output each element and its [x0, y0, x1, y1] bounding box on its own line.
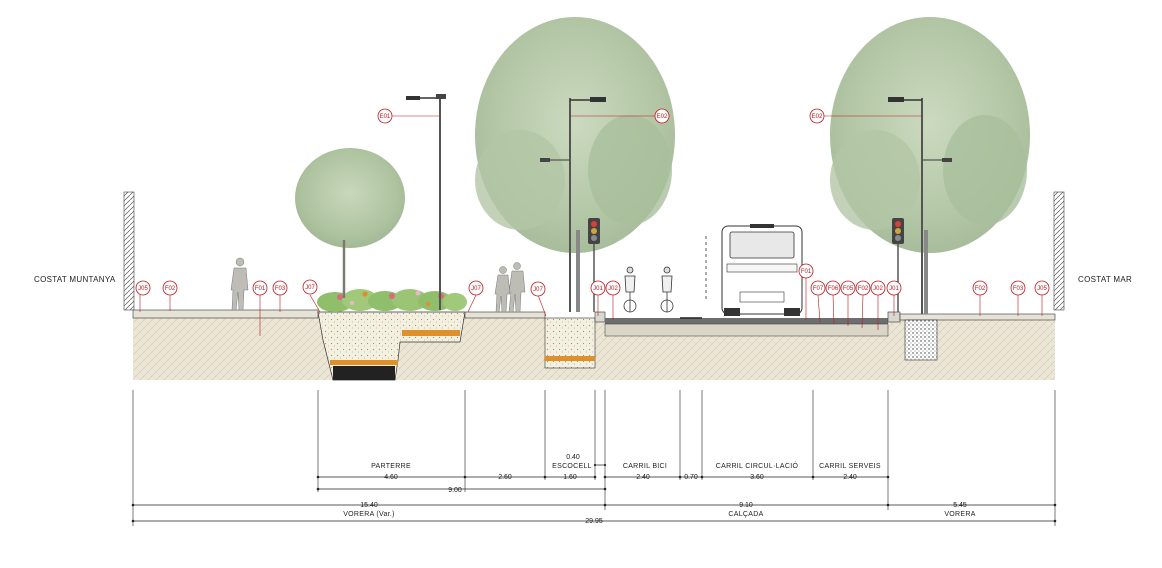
tag-lamp-e02b: E02 [809, 108, 825, 124]
svg-text:F03: F03 [275, 286, 286, 292]
svg-text:F02: F02 [165, 286, 176, 292]
pedestrians-group [494, 262, 526, 313]
traffic-light-left [588, 218, 600, 312]
svg-text:F01: F01 [801, 269, 812, 275]
svg-text:F07: F07 [813, 286, 824, 292]
tag-right-f07: F07 [810, 280, 826, 296]
dim-separator: 0.70 [684, 474, 698, 481]
tag-right-f06: F06 [825, 280, 841, 296]
traffic-light-right [892, 218, 904, 312]
roadway-asphalt [605, 318, 888, 324]
right-sidewalk-surface [899, 313, 1056, 321]
tag-left-j05: J05 [135, 280, 151, 296]
bus [721, 224, 803, 316]
svg-text:F02: F02 [975, 286, 986, 292]
lamp-post-left [406, 94, 446, 310]
tag-left-j07b: J07 [468, 280, 484, 296]
zone-label-parterre: PARTERRE [371, 463, 411, 470]
tag-left-j07c: J07 [530, 281, 546, 297]
dimension-ticks [131, 463, 1057, 523]
left-sidewalk-surface [132, 309, 319, 319]
tag-center-f01: F01 [798, 263, 814, 279]
escocell-orange-band [545, 356, 595, 361]
tag-right-f05: F05 [840, 280, 856, 296]
small-tree [295, 148, 405, 298]
parterre-orange-band-2 [330, 360, 398, 365]
svg-text:J07: J07 [471, 286, 481, 292]
svg-text:J05: J05 [1037, 286, 1047, 292]
lamp-post-right [888, 97, 952, 314]
dim-circulacio: 3.60 [750, 474, 764, 481]
svg-text:F05: F05 [843, 286, 854, 292]
left-sidewalk-surface-2 [464, 311, 546, 319]
pedestrian-left [230, 257, 249, 311]
svg-text:E01: E01 [380, 114, 391, 120]
tag-right-j05: J05 [1034, 280, 1050, 296]
tag-lamp-e02a: E02 [654, 108, 670, 124]
svg-text:J07: J07 [533, 287, 543, 293]
large-tree-left [475, 17, 675, 312]
dim-bici: 2.40 [636, 474, 650, 481]
right-tree-pit [904, 319, 938, 361]
svg-text:J02: J02 [608, 286, 618, 292]
curb-left [594, 311, 606, 323]
tag-lamp-e01: E01 [377, 108, 393, 124]
cyclist-2 [660, 266, 674, 313]
dim-gap-260: 2.60 [498, 474, 512, 481]
dim-escocell: 1.60 [563, 474, 577, 481]
parterre-orange-band [402, 330, 460, 336]
dimension-lines [133, 464, 1055, 522]
side-label-left: COSTAT MUNTANYA [34, 275, 116, 284]
parterre-drain [333, 366, 395, 380]
dim-serveis: 2.40 [843, 474, 857, 481]
dim-parterre: 4.60 [384, 474, 398, 481]
svg-text:J07: J07 [305, 285, 315, 291]
tag-right-j01: J01 [886, 280, 902, 296]
dim-total: 29.95 [585, 518, 603, 525]
svg-text:F06: F06 [828, 286, 839, 292]
zone-label-vorera: VORERA [944, 511, 975, 518]
large-tree-right [830, 17, 1030, 314]
right-wall [1053, 191, 1065, 311]
tag-right-f02a: F02 [855, 280, 871, 296]
dim-vorera-right: 5.45 [953, 502, 967, 509]
parterre-plants [317, 289, 467, 312]
svg-text:F01: F01 [255, 286, 266, 292]
dimension-extension-lines [132, 390, 1056, 526]
tag-left-f02: F02 [162, 280, 178, 296]
side-label-right: COSTAT MAR [1078, 275, 1132, 284]
dim-curb: 0.40 [566, 454, 580, 461]
dim-vorera-left: 15.40 [360, 502, 378, 509]
svg-text:J01: J01 [593, 286, 603, 292]
lamp-post-center [540, 97, 606, 312]
svg-text:J05: J05 [138, 286, 148, 292]
tag-center-j01: J01 [590, 280, 606, 296]
roadway-base [604, 323, 889, 337]
svg-text:J01: J01 [889, 286, 899, 292]
svg-text:E02: E02 [657, 114, 668, 120]
dim-calcada: 9.10 [739, 502, 753, 509]
tag-left-f03: F03 [272, 280, 288, 296]
svg-text:F02: F02 [858, 286, 869, 292]
tag-center-j02: J02 [605, 280, 621, 296]
zone-label-carril-bici: CARRIL BICI [623, 463, 667, 470]
zone-label-calcada: CALÇADA [728, 511, 763, 518]
tag-right-f03: F03 [1010, 280, 1026, 296]
left-wall [123, 191, 135, 311]
tag-right-j02: J02 [870, 280, 886, 296]
svg-text:J02: J02 [873, 286, 883, 292]
zone-label-escocell: ESCOCELL [552, 463, 592, 470]
tag-leaders [139, 115, 1043, 336]
dim-sub-900: 9.00 [448, 487, 462, 494]
zone-label-carril-serveis: CARRIL SERVEIS [819, 463, 881, 470]
cyclist-1 [623, 266, 637, 313]
tag-left-f01: F01 [252, 280, 268, 296]
tag-right-f02b: F02 [972, 280, 988, 296]
zone-label-vorera-var: VORERA (Var.) [343, 511, 395, 518]
zone-label-carril-circulacio: CARRIL CIRCUL·LACIÓ [716, 461, 799, 470]
tag-left-j07a: J07 [302, 279, 318, 295]
svg-text:F03: F03 [1013, 286, 1024, 292]
svg-text:E02: E02 [812, 114, 823, 120]
